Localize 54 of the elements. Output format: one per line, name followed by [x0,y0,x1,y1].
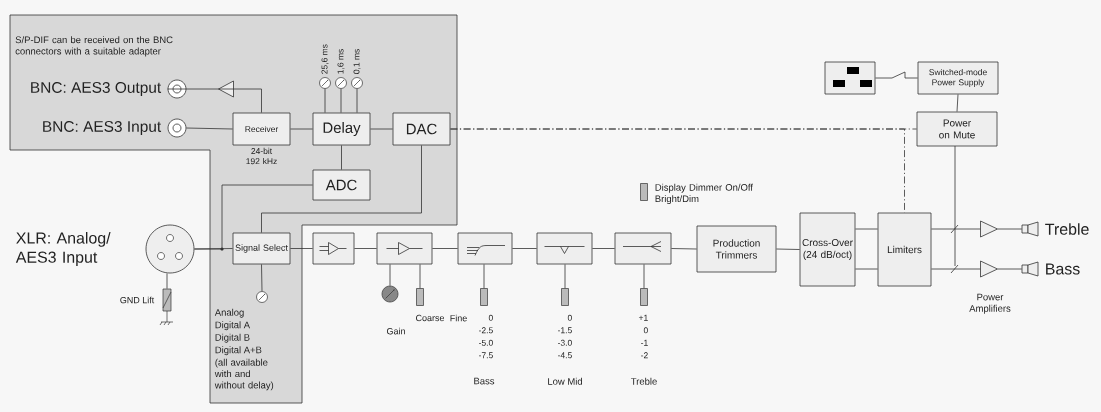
signal-block [536,232,593,265]
setting-value: -4.5 [558,352,572,359]
format-label: 24-bit 192 kHz [246,147,277,165]
signal-block [376,232,433,265]
signal-block [312,232,355,265]
setting-value: -2.5 [479,327,493,334]
process-box: Limiters [877,212,932,287]
connector-label: BNC: AES3 Input [43,121,162,135]
setting-value: 0 [643,327,648,334]
delay-time-label: 25,6 ms [321,44,329,74]
switch-label: Display Dimmer On/Off Bright/Dim [655,183,753,204]
setting-value: -5.0 [479,339,493,346]
setting-value: -3.0 [558,339,572,346]
control-label: Low Mid [548,377,582,385]
signal-block [614,232,672,265]
amplifier-symbol [980,220,998,238]
control-label: Coarse [416,314,445,322]
process-box: Power on Mute [916,111,998,147]
switch-label: GND Lift [120,296,155,304]
control-label: Gain [387,327,405,335]
connector-label: BNC: AES3 Output [31,82,162,96]
process-box: Switched-mode Power Supply [917,61,999,95]
input-label: XLR: Analog/ AES3 Input [15,232,111,266]
output-label: Treble [1045,223,1089,235]
process-box: ADC [312,169,371,201]
signal-block [457,232,513,265]
delay-time-label: 1,6 ms [337,49,345,74]
process-box: Cross-Over (24 dB/oct) [799,212,856,287]
process-box: Production Trimmers [696,225,777,273]
option-text: Analog [214,308,244,318]
setting-value: 0 [567,314,572,321]
process-box: DAC [392,112,451,146]
setting-value: +1 [638,314,648,321]
output-label: Bass [1046,263,1080,275]
setting-value: -2 [641,352,648,359]
mains-socket [824,61,876,95]
option-text: Digital A [215,321,250,331]
note-text: S/P-DIF can be received on the BNC connectors with a suitable adapter [15,36,173,57]
setting-value: -1.5 [558,327,572,334]
amplifier-label: Power Amplifiers [969,293,1011,314]
process-box: Receiver [232,112,291,146]
setting-value: -1 [641,339,648,346]
process-box: Delay [312,112,371,146]
control-label: Bass [474,377,495,385]
control-label: Treble [631,377,657,385]
option-text: (all available with and without delay) [214,358,274,391]
option-text: Digital B [215,333,250,343]
amplifier-symbol [218,80,234,98]
setting-value: -7.5 [479,352,493,359]
control-label: Fine [450,314,467,322]
option-text: Digital A+B [215,346,262,356]
setting-value: 0 [488,314,493,321]
delay-time-label: 0,1 ms [353,49,361,74]
process-box: Signal Select [232,232,291,265]
